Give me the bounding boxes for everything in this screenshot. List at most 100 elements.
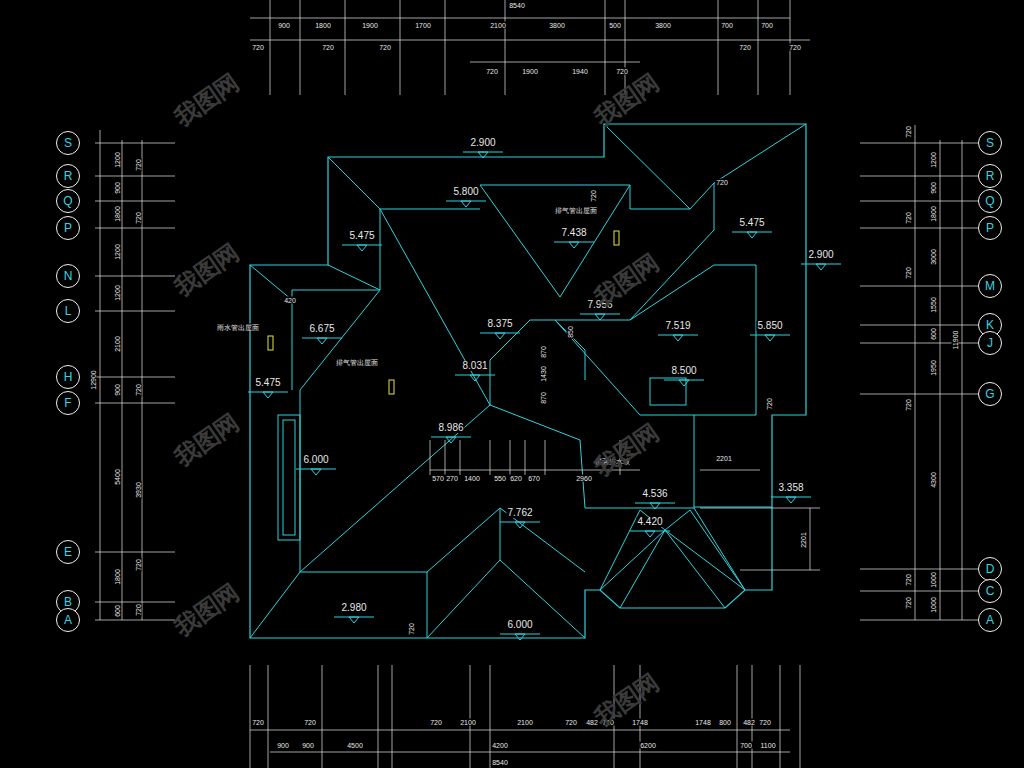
elevation-value: 6.000 — [506, 620, 533, 630]
dimension-value: 2100 — [516, 719, 534, 726]
watermark: 我图网 — [590, 69, 664, 131]
elevation-mark — [495, 333, 505, 339]
dimension-value: 720 — [135, 558, 142, 572]
elevation-value: 2.900 — [469, 138, 496, 148]
elevation-value: 8.986 — [437, 423, 464, 433]
dimension-line — [490, 440, 491, 475]
dimension-line — [700, 470, 760, 471]
roof-ridge-line — [600, 510, 640, 590]
dimension-value: 900 — [276, 742, 290, 749]
dimension-value: 1940 — [571, 68, 589, 75]
dimension-value: 720 — [135, 211, 142, 225]
roof-ridge-line — [756, 265, 757, 415]
dimension-value: 720 — [429, 719, 443, 726]
axis-letter: P — [64, 222, 72, 234]
dimension-value: 900 — [930, 181, 937, 195]
roof-ridge-line — [585, 350, 586, 380]
dimension-value: 700 — [720, 22, 734, 29]
dimension-value: 600 — [114, 604, 121, 618]
axis-bubble: A — [978, 608, 1002, 632]
dimension-line — [860, 620, 978, 621]
dimension-value: 720 — [788, 44, 802, 51]
dimension-value: 720 — [905, 125, 912, 139]
roof-ridge-line — [380, 209, 480, 210]
dimension-value: 1430 — [540, 365, 547, 383]
dimension-value: 720 — [135, 158, 142, 172]
dimension-value: 1800 — [114, 205, 121, 223]
dimension-value: 4500 — [346, 742, 364, 749]
dimension-value: 800 — [718, 719, 732, 726]
dimension-line — [322, 665, 323, 768]
dimension-value: 700 — [739, 742, 753, 749]
axis-bubble: R — [978, 164, 1002, 188]
dimension-line — [525, 440, 526, 475]
axis-bubble: C — [978, 579, 1002, 603]
vent-pipe — [268, 336, 273, 350]
elevation-mark — [747, 232, 757, 238]
dimension-value: 870 — [540, 391, 547, 405]
dimension-line — [445, 0, 446, 95]
watermark: 我图网 — [170, 409, 244, 471]
dimension-value: 2201 — [715, 455, 733, 462]
axis-letter: A — [986, 614, 994, 626]
axis-bubble: L — [56, 299, 80, 323]
dimension-line — [460, 440, 461, 475]
dimension-line — [718, 0, 719, 95]
dimension-line — [800, 665, 801, 768]
dimension-line — [470, 665, 471, 768]
roof-ridge-line — [427, 560, 500, 638]
dimension-value: 1800 — [930, 205, 937, 223]
dimension-line — [860, 325, 978, 326]
roof-ridge-line — [292, 290, 380, 291]
roof-ridge-line — [300, 405, 490, 572]
elevation-value: 4.536 — [641, 489, 668, 499]
dimension-line — [95, 620, 175, 621]
elevation-mark — [569, 242, 579, 248]
dimension-value: 720 — [758, 719, 772, 726]
dimension-line — [95, 403, 175, 404]
axis-letter: S — [986, 137, 994, 149]
dimension-value: 3800 — [654, 22, 672, 29]
dimension-value: 1950 — [930, 359, 937, 377]
dimension-line — [737, 665, 738, 768]
elevation-value: 5.850 — [756, 321, 783, 331]
roof-ridge-line — [500, 560, 585, 638]
dimension-value: 1000 — [930, 571, 937, 589]
roof-note: 排气管出屋面 — [335, 359, 379, 366]
dimension-line — [940, 140, 941, 620]
roof-ridge-line — [600, 530, 665, 590]
dimension-value: 720 — [485, 68, 499, 75]
dimension-value: 4300 — [930, 471, 937, 489]
dimension-line — [95, 552, 175, 553]
dimension-line — [605, 0, 606, 95]
dimension-line — [505, 0, 506, 95]
dimension-line — [142, 140, 143, 620]
roof-ridge-line — [690, 510, 745, 590]
axis-letter: E — [64, 546, 72, 558]
dimension-line — [270, 752, 790, 753]
axis-letter: B — [64, 596, 72, 608]
roof-ridge-line — [630, 185, 631, 209]
axis-letter: G — [985, 388, 994, 400]
elevation-mark — [263, 392, 273, 398]
dimension-line — [490, 665, 491, 768]
elevation-mark — [357, 245, 367, 251]
dimension-value: 3800 — [548, 22, 566, 29]
dimension-value: 1900 — [361, 22, 379, 29]
dimension-value: 6200 — [639, 742, 657, 749]
watermark: 我图网 — [590, 419, 664, 481]
axis-bubble: M — [978, 274, 1002, 298]
dimension-value: 720 — [135, 383, 142, 397]
roof-outline — [250, 124, 806, 638]
roof-ridge-line — [380, 209, 381, 290]
dimension-line — [860, 394, 978, 395]
dimension-line — [962, 140, 963, 620]
axis-bubble: Q — [978, 189, 1002, 213]
roof-ridge-line — [620, 530, 665, 608]
elevation-value: 3.358 — [777, 483, 804, 493]
roof-ridge-line — [530, 320, 555, 321]
dimension-line — [758, 0, 759, 95]
roof-ridge-line — [500, 508, 585, 572]
dimension-line — [860, 201, 978, 202]
elevation-value: 7.438 — [560, 228, 587, 238]
